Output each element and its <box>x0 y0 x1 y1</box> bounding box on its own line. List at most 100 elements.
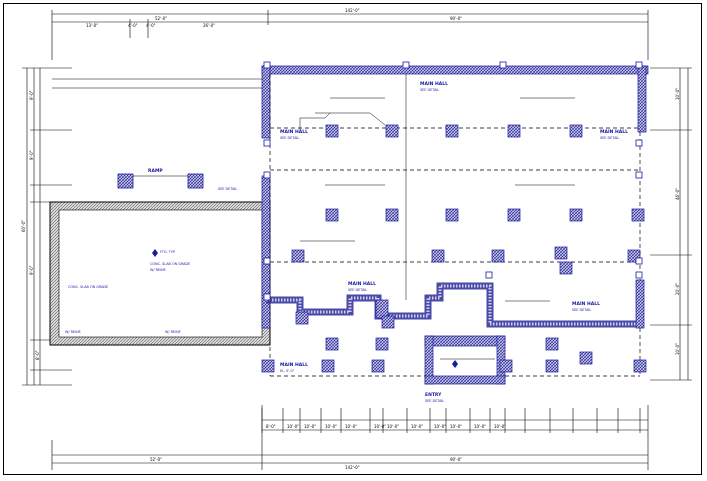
footing-pad <box>325 124 339 138</box>
footing-pad <box>291 249 305 263</box>
entry-marker <box>452 360 458 368</box>
top-subdim-4: 26'-0" <box>203 23 215 28</box>
left-dim-1: 9'-0" <box>29 90 34 100</box>
grid-marker <box>402 61 410 69</box>
right-upper-sub: SEE DETAIL <box>600 136 619 140</box>
grid-marker <box>263 293 271 301</box>
footing-pad <box>445 124 459 138</box>
entry-label: ENTRY <box>425 392 442 398</box>
footing-pad <box>507 208 521 222</box>
equipment-note: SEE DETAIL <box>218 187 237 191</box>
grid-marker <box>635 139 643 147</box>
bottom-dim-label: 10'-0" <box>374 424 386 429</box>
grid-marker <box>635 61 643 69</box>
footing-pad <box>569 208 583 222</box>
right-dim-4: 10'-0" <box>675 343 680 355</box>
ramp-pads <box>117 173 204 189</box>
bottom-left-label: MAIN HALL <box>280 362 308 368</box>
right-dimensions <box>650 67 692 381</box>
footing-pad <box>633 359 647 373</box>
left-room-side-note: CONC. SLAB ON GRADE <box>68 285 108 289</box>
right-upper-label: MAIN HALL <box>600 129 628 135</box>
footing-pad <box>559 261 573 275</box>
grid-marker <box>635 257 643 265</box>
footing-pad <box>375 337 389 351</box>
left-room-bottom-note-2: W/ REINF. <box>165 330 181 334</box>
footing-pad <box>631 208 645 222</box>
bottom-dim-label: 8'-0" <box>266 424 276 429</box>
left-room-bottom-note-1: W/ REINF. <box>65 330 81 334</box>
bottom-dim-right: 90'-0" <box>450 457 462 462</box>
footing-pad <box>499 359 513 373</box>
right-dim-1: 10'-0" <box>675 88 680 100</box>
footing-pad <box>321 359 335 373</box>
overall-width-dim: 142'-0" <box>345 8 360 13</box>
bottom-dim-label: 10'-0" <box>345 424 357 429</box>
bottom-dim-left: 52'-0" <box>150 457 162 462</box>
bottom-dim-label: 10'-0" <box>304 424 316 429</box>
center-axis-lines <box>299 74 407 300</box>
grid-marker <box>635 271 643 279</box>
grid-marker <box>263 257 271 265</box>
sheet-border <box>3 3 702 475</box>
footing-pad <box>325 208 339 222</box>
bottom-dim-label: 10'-0" <box>325 424 337 429</box>
footing-pad <box>385 124 399 138</box>
bottom-dim-overall: 142'-0" <box>345 465 360 470</box>
grid-marker <box>635 171 643 179</box>
footing-pad <box>491 249 505 263</box>
mid-room-sub: SEE DETAIL <box>348 288 367 292</box>
grid-marker <box>263 139 271 147</box>
footing-pad <box>545 359 559 373</box>
top-dim-right: 90'-0" <box>450 16 462 21</box>
bottom-dim-label: 10'-0" <box>434 424 446 429</box>
right-lower-sub: SEE DETAIL <box>572 308 591 312</box>
footing-pad <box>325 337 339 351</box>
bottom-dim-label: 10'-0" <box>287 424 299 429</box>
interior-dims <box>300 97 575 360</box>
footing-pad <box>545 337 559 351</box>
top-subdim-1: 13'-0" <box>86 23 98 28</box>
footing-pad <box>385 208 399 222</box>
entry-sub: SEE DETAIL <box>425 399 444 403</box>
top-subdim-3: 4'-0" <box>146 23 156 28</box>
footing-pad <box>381 315 395 329</box>
footing-pad <box>261 359 275 373</box>
footing-pad <box>554 246 568 260</box>
grid-marker <box>263 61 271 69</box>
right-lower-label: MAIN HALL <box>572 301 600 307</box>
footing-pads <box>261 61 647 373</box>
left-room-note: CONC. SLAB ON GRADE <box>150 262 190 266</box>
footing-pad <box>431 249 445 263</box>
top-dimensions <box>51 10 649 89</box>
left-dim-2: 9'-0" <box>29 150 34 160</box>
bottom-left-sub: EL. 0'-0" <box>280 369 295 373</box>
footing-pad <box>569 124 583 138</box>
bottom-dim-label: 10'-0" <box>474 424 486 429</box>
right-dim-3: 20'-0" <box>675 283 680 295</box>
top-subdim-2: 4'-0" <box>128 23 138 28</box>
left-upper-sub: SEE DETAIL <box>280 136 299 140</box>
ramp-label: RAMP <box>148 168 163 174</box>
left-room-marker: FTG. TYP. <box>152 249 175 257</box>
footing-pad <box>507 124 521 138</box>
bottom-dimensions <box>51 405 649 470</box>
grid-marker <box>263 171 271 179</box>
footing-pad <box>579 351 593 365</box>
footing-pad <box>295 311 309 325</box>
main-building-walls <box>261 65 649 385</box>
left-dim-4: 8'-0" <box>35 350 40 360</box>
top-room-label: MAIN HALL <box>420 81 448 87</box>
left-dim-3: 9'-0" <box>29 265 34 275</box>
bottom-dim-label: 10'-0" <box>387 424 399 429</box>
left-dim-overall: 60'-0" <box>21 220 26 232</box>
top-room-sub: SEE DETAIL <box>420 88 439 92</box>
bottom-dim-label: 10'-0" <box>450 424 462 429</box>
svg-text:FTG. TYP.: FTG. TYP. <box>160 250 175 254</box>
footing-pad <box>371 359 385 373</box>
bottom-dim-label: 10'-0" <box>494 424 506 429</box>
left-room <box>49 201 271 346</box>
mid-room-label: MAIN HALL <box>348 281 376 287</box>
grid-marker <box>499 61 507 69</box>
